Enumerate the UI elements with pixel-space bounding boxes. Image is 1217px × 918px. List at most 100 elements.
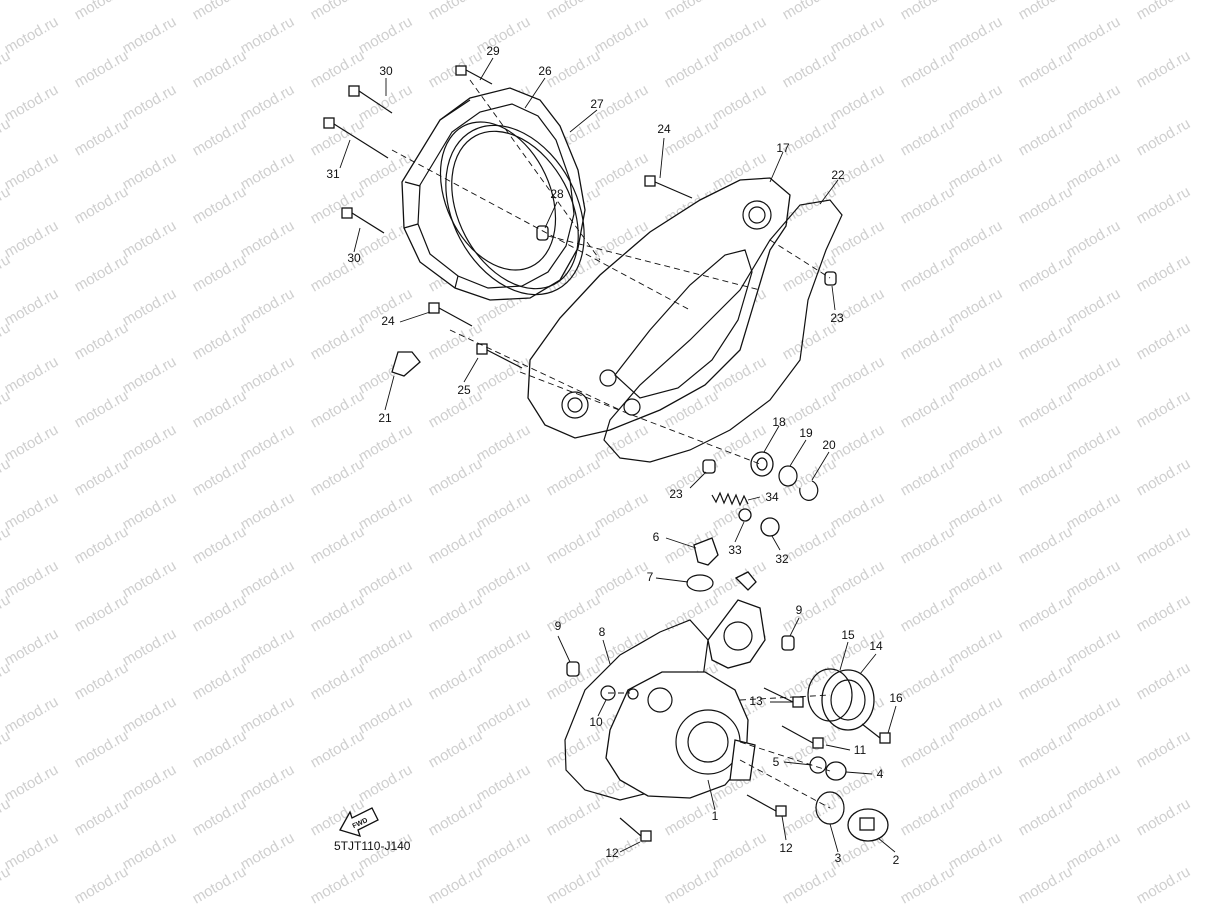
- bolt-12a-part: [619, 817, 652, 842]
- watermark-text: motod.ru: [1064, 557, 1124, 601]
- watermark-text: motod.ru: [308, 727, 368, 771]
- watermark-text: motod.ru: [946, 489, 1006, 533]
- watermark-text: motod.ru: [592, 557, 652, 601]
- watermark-text: motod.ru: [1016, 455, 1076, 499]
- watermark-text: motod.ru: [898, 727, 958, 771]
- watermark-text: motod.ru: [72, 795, 132, 839]
- watermark-text: motod.ru: [308, 115, 368, 159]
- callout-33-ball: 33: [728, 543, 742, 557]
- watermark-text: motod.ru: [190, 795, 250, 839]
- watermark-text: motod.ru: [1064, 149, 1124, 193]
- watermark-text: motod.ru: [190, 523, 250, 567]
- watermark-text: motod.ru: [190, 183, 250, 227]
- callout-13-bolt: 13: [749, 694, 763, 708]
- watermark-text: motod.ru: [1134, 795, 1194, 839]
- watermark-text: motod.ru: [238, 353, 298, 397]
- watermark-text: motod.ru: [898, 387, 958, 431]
- watermark-text: motod.ru: [946, 761, 1006, 805]
- watermark-text: motod.ru: [898, 183, 958, 227]
- watermark-text: motod.ru: [72, 387, 132, 431]
- callout-9-dowel-pin: 9: [555, 619, 562, 633]
- bolt-24b-part: [428, 302, 473, 327]
- callout-14-oil-filter-cover: 14: [869, 639, 883, 653]
- circlip-20-part: [799, 480, 819, 501]
- watermark-text: motod.ru: [426, 591, 486, 635]
- bolt-12b-part: [746, 794, 787, 817]
- callout-19-washer: 19: [799, 426, 813, 440]
- watermark-text: motod.ru: [474, 13, 534, 57]
- watermark-text: motod.ru: [1016, 115, 1076, 159]
- watermark-text: motod.ru: [946, 421, 1006, 465]
- watermark-text: motod.ru: [946, 13, 1006, 57]
- bolt-30b-part: [341, 207, 385, 234]
- callout-5-o-ring: 5: [773, 755, 780, 769]
- watermark-text: motod.ru: [780, 795, 840, 839]
- watermark-text: motod.ru: [946, 625, 1006, 669]
- watermark-text: motod.ru: [946, 693, 1006, 737]
- watermark-text: motod.ru: [1016, 795, 1076, 839]
- watermark-text: motod.ru: [72, 319, 132, 363]
- watermark-text: motod.ru: [238, 13, 298, 57]
- callout-10-o-ring: 10: [589, 715, 603, 729]
- watermark-text: motod.ru: [238, 557, 298, 601]
- crankcase-gasket-part: [603, 199, 843, 463]
- watermark-text: motod.ru: [544, 727, 604, 771]
- watermark-text: motod.ru: [308, 387, 368, 431]
- watermark-text: motod.ru: [426, 863, 486, 907]
- dowel-9a-part: [566, 661, 580, 677]
- watermark-text: motod.ru: [120, 557, 180, 601]
- callout-16-bolt: 16: [889, 691, 903, 705]
- callout-11-bolt: 11: [854, 743, 867, 757]
- watermark-text: motod.ru: [1134, 47, 1194, 91]
- watermark-text: motod.ru: [662, 0, 722, 23]
- watermark-text: motod.ru: [308, 659, 368, 703]
- watermark-text: motod.ru: [238, 693, 298, 737]
- callout-27-gasket: 27: [590, 97, 604, 111]
- callout-22-gasket: 22: [831, 168, 845, 182]
- watermark-text: motod.ru: [426, 523, 486, 567]
- watermark-text: motod.ru: [1016, 523, 1076, 567]
- callout-8-gasket: 8: [599, 625, 606, 639]
- watermark-text: motod.ru: [898, 863, 958, 907]
- callout-28-dowel-pin: 28: [550, 187, 564, 201]
- watermark-text: motod.ru: [238, 489, 298, 533]
- watermark-text: motod.ru: [238, 217, 298, 261]
- watermark-text: motod.ru: [1134, 251, 1194, 295]
- watermark-text: motod.ru: [1134, 387, 1194, 431]
- crankcase-cover-2-part: [605, 599, 766, 799]
- watermark-text: motod.ru: [190, 659, 250, 703]
- watermark-text: motod.ru: [1134, 523, 1194, 567]
- watermark-text: motod.ru: [1016, 863, 1076, 907]
- clutch-cover-part: [401, 87, 586, 301]
- bolt-11-part: [781, 725, 824, 749]
- watermark-text: motod.ru: [1016, 659, 1076, 703]
- watermark-text: motod.ru: [120, 353, 180, 397]
- watermark-text: motod.ru: [544, 455, 604, 499]
- watermark-text: motod.ru: [946, 353, 1006, 397]
- watermark-text: motod.ru: [1064, 353, 1124, 397]
- watermark-text: motod.ru: [238, 149, 298, 193]
- watermark-text: motod.ru: [2, 625, 62, 669]
- watermark-text: motod.ru: [828, 13, 888, 57]
- watermark-text: motod.ru: [898, 47, 958, 91]
- plug-4-part: [825, 761, 847, 781]
- watermark-text: motod.ru: [1134, 863, 1194, 907]
- watermark-text: motod.ru: [356, 13, 416, 57]
- leader-lines: [339, 57, 897, 853]
- watermark-text: motod.ru: [120, 489, 180, 533]
- watermark-text: motod.ru: [710, 13, 770, 57]
- watermark-text: motod.ru: [356, 761, 416, 805]
- bolt-25-part: [476, 343, 523, 369]
- watermark-text: motod.ru: [1064, 81, 1124, 125]
- fwd-arrow-icon: FWD: [339, 807, 379, 837]
- watermark-text: motod.ru: [662, 591, 722, 635]
- nipple-21-part: [391, 351, 421, 377]
- watermark-text: motod.ru: [0, 0, 13, 23]
- watermark-text: motod.ru: [662, 863, 722, 907]
- nipple-lower-part: [734, 571, 757, 591]
- watermark-text: motod.ru: [474, 693, 534, 737]
- watermark-text: motod.ru: [474, 625, 534, 669]
- watermark-text: motod.ru: [1064, 693, 1124, 737]
- watermark-text: motod.ru: [190, 0, 250, 23]
- callout-30-bolt: 30: [379, 64, 393, 78]
